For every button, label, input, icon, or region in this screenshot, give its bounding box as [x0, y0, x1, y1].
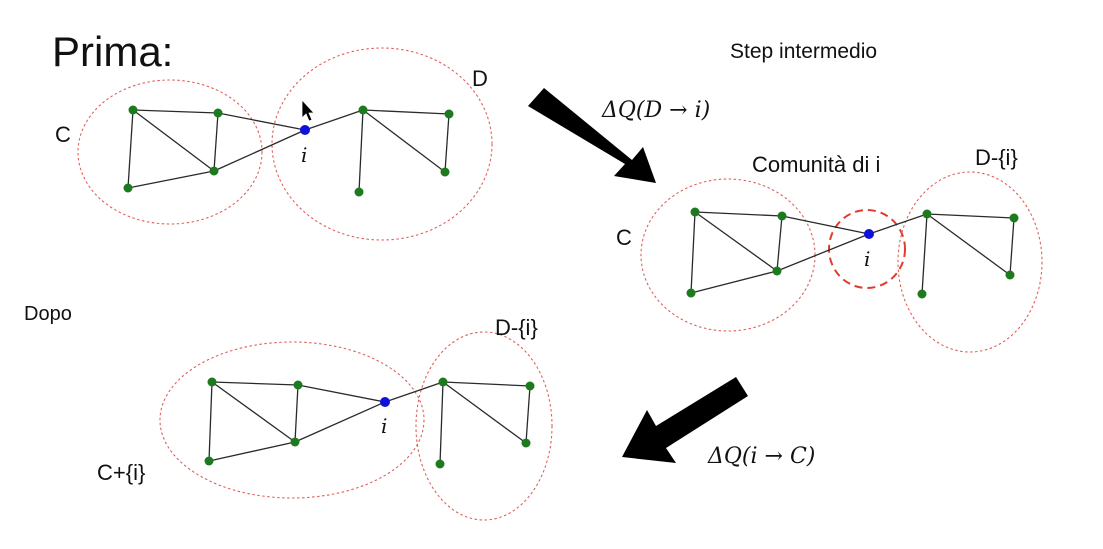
node — [521, 438, 531, 448]
node — [204, 456, 214, 466]
edge — [208, 441, 296, 462]
node — [917, 289, 927, 299]
node — [690, 207, 700, 217]
edge — [776, 233, 870, 272]
graph-intermedio: C Comunità di i D-{i} i — [616, 145, 1043, 353]
community-c-label: C — [616, 225, 632, 250]
edge — [1009, 217, 1015, 276]
arrow-down-left-icon — [622, 377, 748, 463]
arrow-to-intermedio: ΔQ(D → i) — [528, 88, 710, 183]
edge — [926, 213, 1011, 276]
step-label: Step intermedio — [730, 40, 877, 63]
node — [438, 377, 448, 387]
community-i-circle — [828, 209, 906, 289]
arrow-to-dopo: ΔQ(i → C) — [622, 377, 815, 469]
node-i — [380, 397, 390, 407]
node — [686, 288, 696, 298]
edge — [868, 213, 928, 235]
edge — [127, 170, 215, 189]
edge — [694, 211, 783, 217]
edge — [211, 381, 299, 386]
node — [772, 266, 782, 276]
node — [435, 459, 445, 469]
edge — [304, 109, 364, 131]
edge — [442, 381, 531, 387]
edge — [384, 381, 444, 403]
node — [213, 108, 223, 118]
edge — [294, 384, 299, 443]
edge — [776, 215, 783, 272]
edge — [926, 213, 1015, 219]
delta-q-d-to-i: ΔQ(D → i) — [601, 98, 710, 123]
edge — [217, 112, 306, 131]
edge — [525, 385, 531, 444]
community-d-label: D — [472, 66, 488, 91]
community-c-plus-i-label: C+{i} — [97, 460, 145, 485]
graph-dopo: C+{i} D-{i} i — [97, 315, 553, 521]
edge — [444, 113, 450, 173]
node — [207, 377, 217, 387]
node — [444, 109, 454, 119]
node-i-label: i — [864, 247, 870, 271]
node — [440, 167, 450, 177]
community-d-label: D-{i} — [495, 315, 538, 340]
graph-prima: C D i — [55, 47, 493, 241]
edge — [208, 381, 213, 462]
edge — [358, 109, 364, 193]
node — [209, 166, 219, 176]
community-c-circle — [640, 178, 816, 332]
mouse-pointer-icon — [301, 98, 315, 122]
community-d-circle — [897, 171, 1043, 353]
node — [290, 437, 300, 447]
node — [358, 105, 368, 115]
edge — [211, 381, 296, 443]
edge — [213, 129, 306, 172]
node — [354, 187, 364, 197]
edge — [213, 112, 219, 172]
edge — [439, 381, 444, 465]
node — [128, 105, 138, 115]
edge — [921, 213, 928, 295]
node — [525, 381, 535, 391]
community-d-circle — [415, 331, 553, 521]
community-c-plus-i-circle — [159, 341, 425, 499]
node-i — [864, 229, 874, 239]
node — [777, 211, 787, 221]
node-i-label: i — [381, 414, 387, 438]
community-c-label: C — [55, 122, 71, 147]
edge — [781, 215, 870, 235]
edge — [690, 270, 778, 294]
node-i — [300, 125, 310, 135]
delta-q-i-to-c: ΔQ(i → C) — [707, 444, 815, 469]
node — [1005, 270, 1015, 280]
node — [293, 380, 303, 390]
slide-title: Prima: — [52, 28, 173, 75]
community-c-circle — [77, 79, 263, 225]
node-i-label: i — [301, 143, 307, 167]
node — [922, 209, 932, 219]
after-label: Dopo — [24, 303, 72, 325]
edge — [297, 384, 386, 403]
edge — [132, 109, 215, 172]
edge — [127, 109, 134, 189]
edge — [362, 109, 450, 115]
edge — [362, 109, 446, 173]
community-d-label: D-{i} — [975, 145, 1018, 170]
edge — [132, 109, 219, 114]
node — [123, 183, 133, 193]
edge — [690, 211, 696, 294]
node — [1009, 213, 1019, 223]
edge — [694, 211, 778, 272]
edge — [294, 401, 386, 443]
community-d-circle — [271, 47, 493, 241]
community-i-label: Comunità di i — [752, 152, 880, 177]
arrow-down-right-icon — [528, 88, 656, 183]
edge — [442, 381, 527, 444]
